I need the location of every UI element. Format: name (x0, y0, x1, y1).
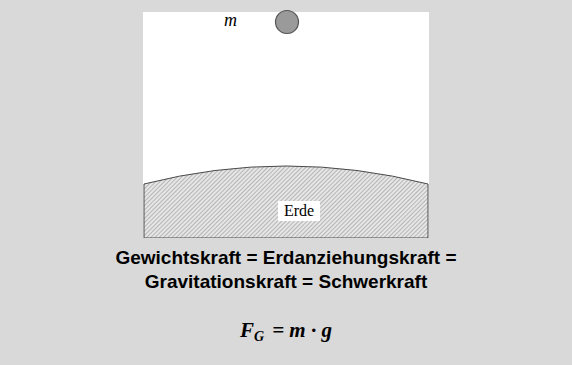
formula-subscript: G (254, 329, 264, 344)
mass-label: m (224, 10, 237, 30)
formula-symbol: F (240, 318, 254, 342)
formula: FG = m · g (0, 318, 572, 345)
formula-rest: = m · g (272, 318, 332, 342)
caption: Gewichtskraft = Erdanziehungskraft = Gra… (86, 246, 486, 294)
mass-ball (276, 11, 299, 34)
earth-fill (144, 166, 428, 238)
earth-shape: Erde (143, 164, 429, 238)
earth-label: Erde (278, 201, 320, 221)
